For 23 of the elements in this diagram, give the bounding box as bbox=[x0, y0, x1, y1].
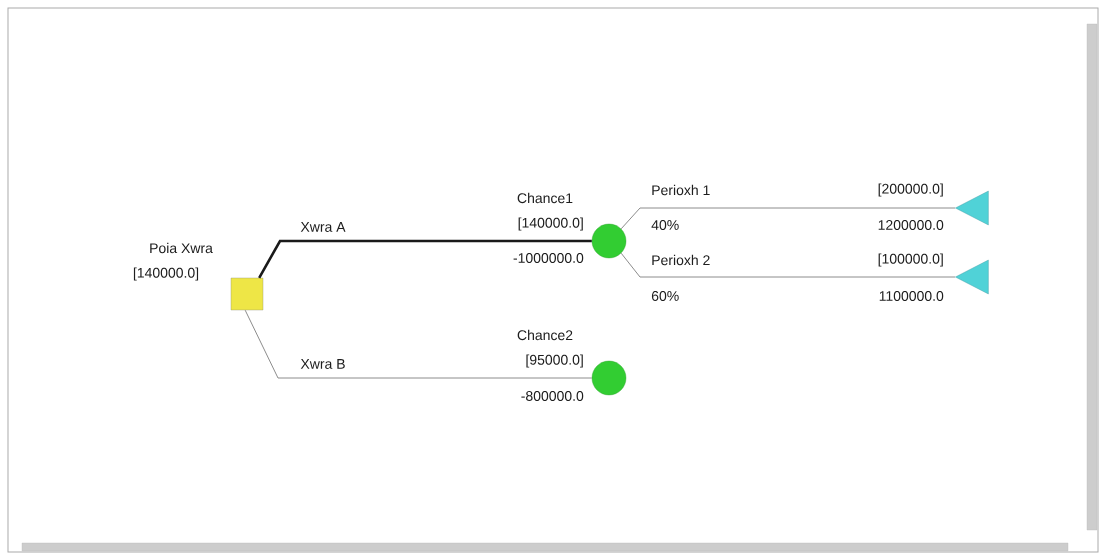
branch-label: Perioxh 2 bbox=[652, 254, 710, 266]
branch-line bbox=[258, 239, 592, 279]
node-label: [140000.0] bbox=[518, 217, 583, 231]
branch-label: Perioxh 1 bbox=[652, 184, 710, 196]
node-label: [140000.0] bbox=[133, 267, 199, 281]
branch-line bbox=[244, 309, 593, 379]
node-label: Chance2 bbox=[517, 329, 573, 341]
branch-line bbox=[620, 207, 956, 230]
value-label: 60% bbox=[651, 291, 679, 301]
value-label: 40% bbox=[651, 220, 679, 230]
chance-node bbox=[591, 360, 627, 396]
end-node bbox=[955, 259, 989, 295]
decision-node bbox=[230, 277, 264, 311]
value-label: [100000.0] bbox=[878, 253, 943, 267]
end-node bbox=[955, 190, 989, 226]
chance-node bbox=[591, 223, 627, 259]
branch-label: Xwra B bbox=[300, 359, 345, 369]
node-label: Poia Xwra bbox=[150, 242, 213, 254]
node-label: Chance1 bbox=[517, 192, 573, 204]
node-label: [95000.0] bbox=[526, 354, 583, 368]
branch-label: Xwra A bbox=[300, 222, 346, 232]
branch-line bbox=[620, 252, 956, 278]
value-label: 1200000.0 bbox=[878, 220, 944, 230]
